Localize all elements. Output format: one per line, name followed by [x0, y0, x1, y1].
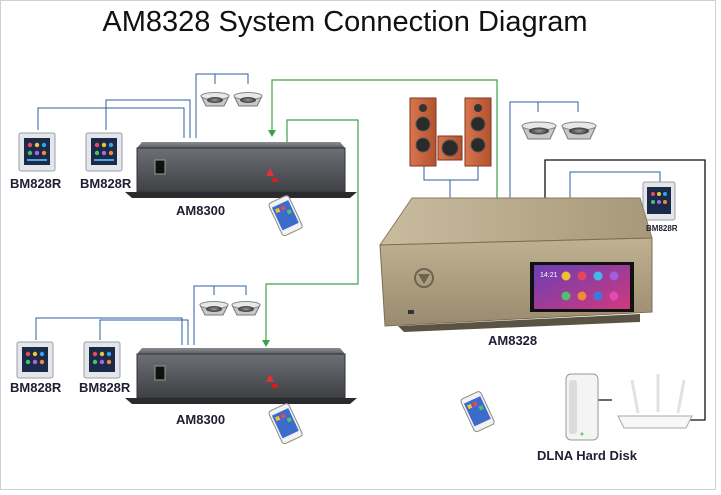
am8300-amplifier-bottom — [125, 348, 357, 404]
panel-label-5: BM828R — [646, 224, 678, 233]
floor-speaker-icon — [409, 97, 437, 167]
ceiling-speaker-icon — [199, 301, 229, 316]
wall-panel-icon — [16, 341, 54, 379]
smartphone-icon — [460, 391, 495, 433]
smartphone-icon — [268, 403, 303, 445]
amp-bottom-label: AM8300 — [176, 412, 226, 427]
wall-panel-icon — [18, 132, 56, 172]
am8328-main-unit: 14:21 — [379, 197, 653, 332]
am8300-amplifier-top — [125, 142, 357, 198]
diagram-title: AM8328 System Connection Diagram — [102, 6, 588, 38]
floor-speaker-icon — [464, 97, 492, 167]
signal-lines — [262, 79, 498, 347]
disk-label: DLNA Hard Disk — [537, 448, 637, 463]
wall-panel-icon — [642, 181, 676, 221]
wall-panel-icon — [83, 341, 121, 379]
panel-label-2: BM828R — [80, 176, 132, 191]
panel-label-3: BM828R — [10, 380, 62, 395]
hard-disk-icon — [565, 373, 599, 441]
router-icon — [617, 374, 693, 429]
main-unit-label: AM8328 — [488, 333, 538, 348]
wall-panel-icon — [85, 132, 123, 172]
panel-label-4: BM828R — [79, 380, 131, 395]
subwoofer-icon — [437, 135, 463, 161]
ceiling-speaker-icon — [200, 92, 230, 107]
ceiling-speaker-icon — [231, 301, 261, 316]
panel-label-1: BM828R — [10, 176, 62, 191]
ceiling-speaker-icon — [561, 121, 597, 140]
amp-top-label: AM8300 — [176, 203, 226, 218]
smartphone-icon — [268, 195, 303, 237]
ceiling-speaker-icon — [521, 121, 557, 140]
screen-time: 14:21 — [540, 272, 558, 279]
speaker-wires — [35, 73, 661, 345]
ceiling-speaker-icon — [233, 92, 263, 107]
